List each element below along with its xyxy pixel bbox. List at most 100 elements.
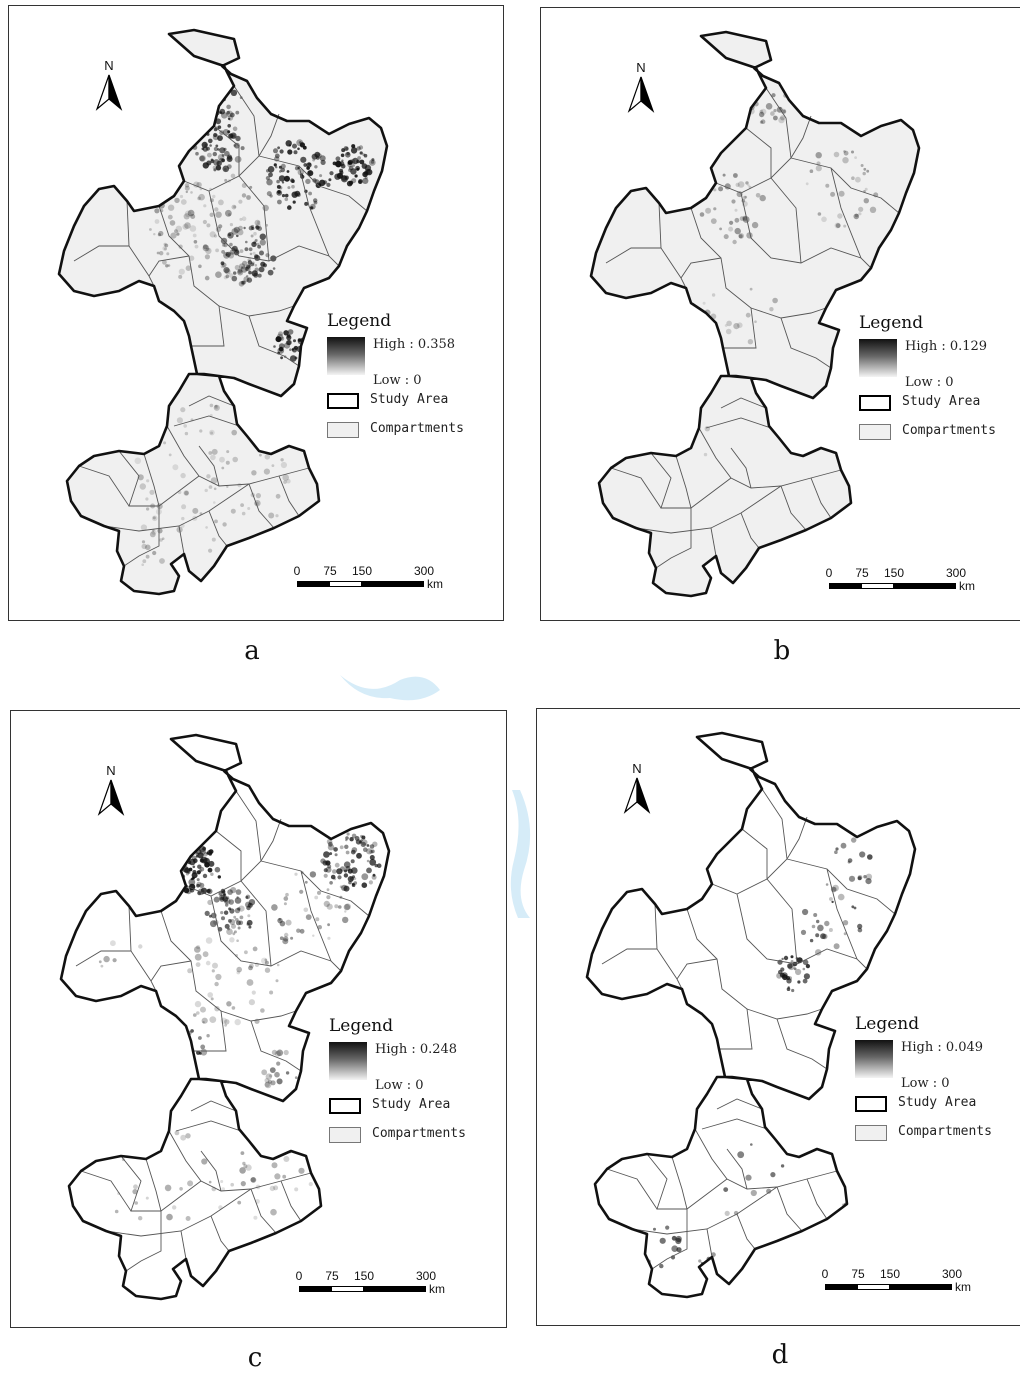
north-arrow: N	[96, 763, 126, 820]
hotspot-dot	[226, 450, 230, 454]
scale-segment	[363, 1286, 426, 1292]
hotspot-dot	[347, 876, 354, 882]
hotspot-dot	[234, 907, 241, 914]
hotspot-dot	[783, 955, 789, 961]
hotspot-dot	[351, 867, 358, 874]
hotspot-dot	[780, 1164, 785, 1168]
hotspot-dot	[326, 895, 331, 900]
hotspot-dot	[142, 165, 149, 172]
hotspot-dot	[790, 955, 794, 959]
hotspot-dot	[249, 963, 254, 969]
hotspot-dot	[201, 141, 208, 148]
north-arrow: N	[94, 58, 124, 115]
hotspot-dot	[202, 244, 208, 250]
hotspot-dot	[244, 950, 248, 955]
hotspot-dot	[734, 217, 740, 223]
hotspot-dot	[339, 168, 344, 173]
hotspot-dot	[184, 1046, 189, 1052]
hotspot-dot	[278, 165, 282, 169]
scale-segment	[329, 581, 362, 587]
hotspot-dot	[178, 268, 185, 275]
hotspot-dot	[158, 165, 162, 169]
hotspot-dot	[202, 219, 207, 225]
hotspot-dot	[217, 148, 220, 151]
hotspot-dot	[307, 170, 314, 177]
hotspot-dot	[230, 1182, 234, 1187]
hotspot-dot	[279, 149, 284, 154]
hotspot-dot	[366, 844, 370, 847]
hotspot-dot	[743, 195, 747, 200]
hotspot-dot	[176, 871, 181, 876]
hotspot-dot	[200, 1006, 206, 1013]
hotspot-dot	[237, 229, 244, 236]
compartment-boundary	[125, 1211, 162, 1272]
compartment-boundary	[658, 202, 687, 289]
hotspot-dot	[346, 832, 350, 836]
compartment-boundary	[128, 905, 157, 992]
hotspot-dot	[234, 1018, 241, 1026]
legend-high-value: High : 0.049	[901, 1040, 984, 1055]
study-area-fill	[587, 733, 915, 1297]
hotspot-dot	[827, 1224, 833, 1230]
compartment-boundary	[720, 397, 767, 409]
legend-low-value: Low : 0	[375, 1078, 424, 1093]
hotspot-dot	[236, 966, 242, 973]
compartment-boundary	[198, 445, 220, 487]
compartment-boundary	[766, 878, 798, 965]
hotspot-dot	[252, 946, 258, 952]
hotspot-dot	[778, 969, 783, 975]
hotspot-dot	[134, 1201, 138, 1205]
hotspot-dot	[214, 519, 218, 524]
hotspot-dot	[201, 1158, 208, 1165]
compartment-boundary	[300, 870, 332, 962]
hotspot-dot	[199, 155, 205, 162]
hotspot-dot	[232, 126, 238, 132]
hotspot-dot	[273, 345, 276, 348]
hotspot-dot	[191, 872, 198, 879]
hotspot-dot	[162, 259, 167, 265]
hotspot-dot	[344, 869, 347, 873]
hotspot-dot	[308, 191, 312, 196]
hotspot-dot	[343, 885, 350, 892]
hotspot-dot	[289, 348, 292, 352]
hotspot-dot	[343, 873, 349, 878]
hotspot-dot	[202, 244, 210, 252]
hotspot-dot	[194, 953, 202, 961]
hotspot-dot	[837, 213, 843, 219]
hotspot-dot	[251, 241, 257, 247]
hotspot-dot	[769, 307, 774, 312]
hotspot-dot	[250, 1177, 257, 1183]
hotspot-dot	[240, 1181, 246, 1187]
compartment-boundary	[761, 788, 788, 860]
hotspot-dot	[173, 869, 181, 877]
compartment-boundary	[258, 155, 368, 212]
scale-unit: km	[955, 1280, 971, 1294]
hotspot-dot	[278, 918, 282, 921]
hotspot-dot	[299, 928, 305, 934]
compartment-boundary	[826, 868, 858, 960]
hotspot-dot	[218, 891, 223, 896]
hotspot-dot	[176, 417, 183, 424]
hotspot-dot	[351, 847, 358, 853]
hotspot-dot	[239, 249, 244, 254]
hotspot-dot	[220, 264, 225, 269]
hotspot-dot	[312, 178, 317, 183]
hotspot-dot	[235, 135, 241, 142]
hotspot-dot	[327, 936, 331, 940]
hotspot-dot	[356, 852, 362, 859]
hotspot-dot	[264, 1081, 272, 1089]
hotspot-dot	[738, 233, 744, 239]
hotspot-dot	[343, 903, 351, 911]
hotspot-dot	[358, 179, 363, 185]
north-label: N	[636, 60, 646, 75]
hotspot-dot	[198, 193, 205, 201]
scale-segment	[889, 1284, 952, 1290]
hotspot-dot	[703, 452, 708, 457]
hotspot-dot	[350, 849, 356, 855]
hotspot-dot	[310, 206, 314, 210]
hotspot-dot	[281, 194, 286, 198]
hotspot-dot	[851, 150, 854, 154]
hotspot-dot	[832, 884, 839, 892]
hotspot-dot	[366, 867, 372, 874]
compartment-boundary	[786, 858, 896, 915]
